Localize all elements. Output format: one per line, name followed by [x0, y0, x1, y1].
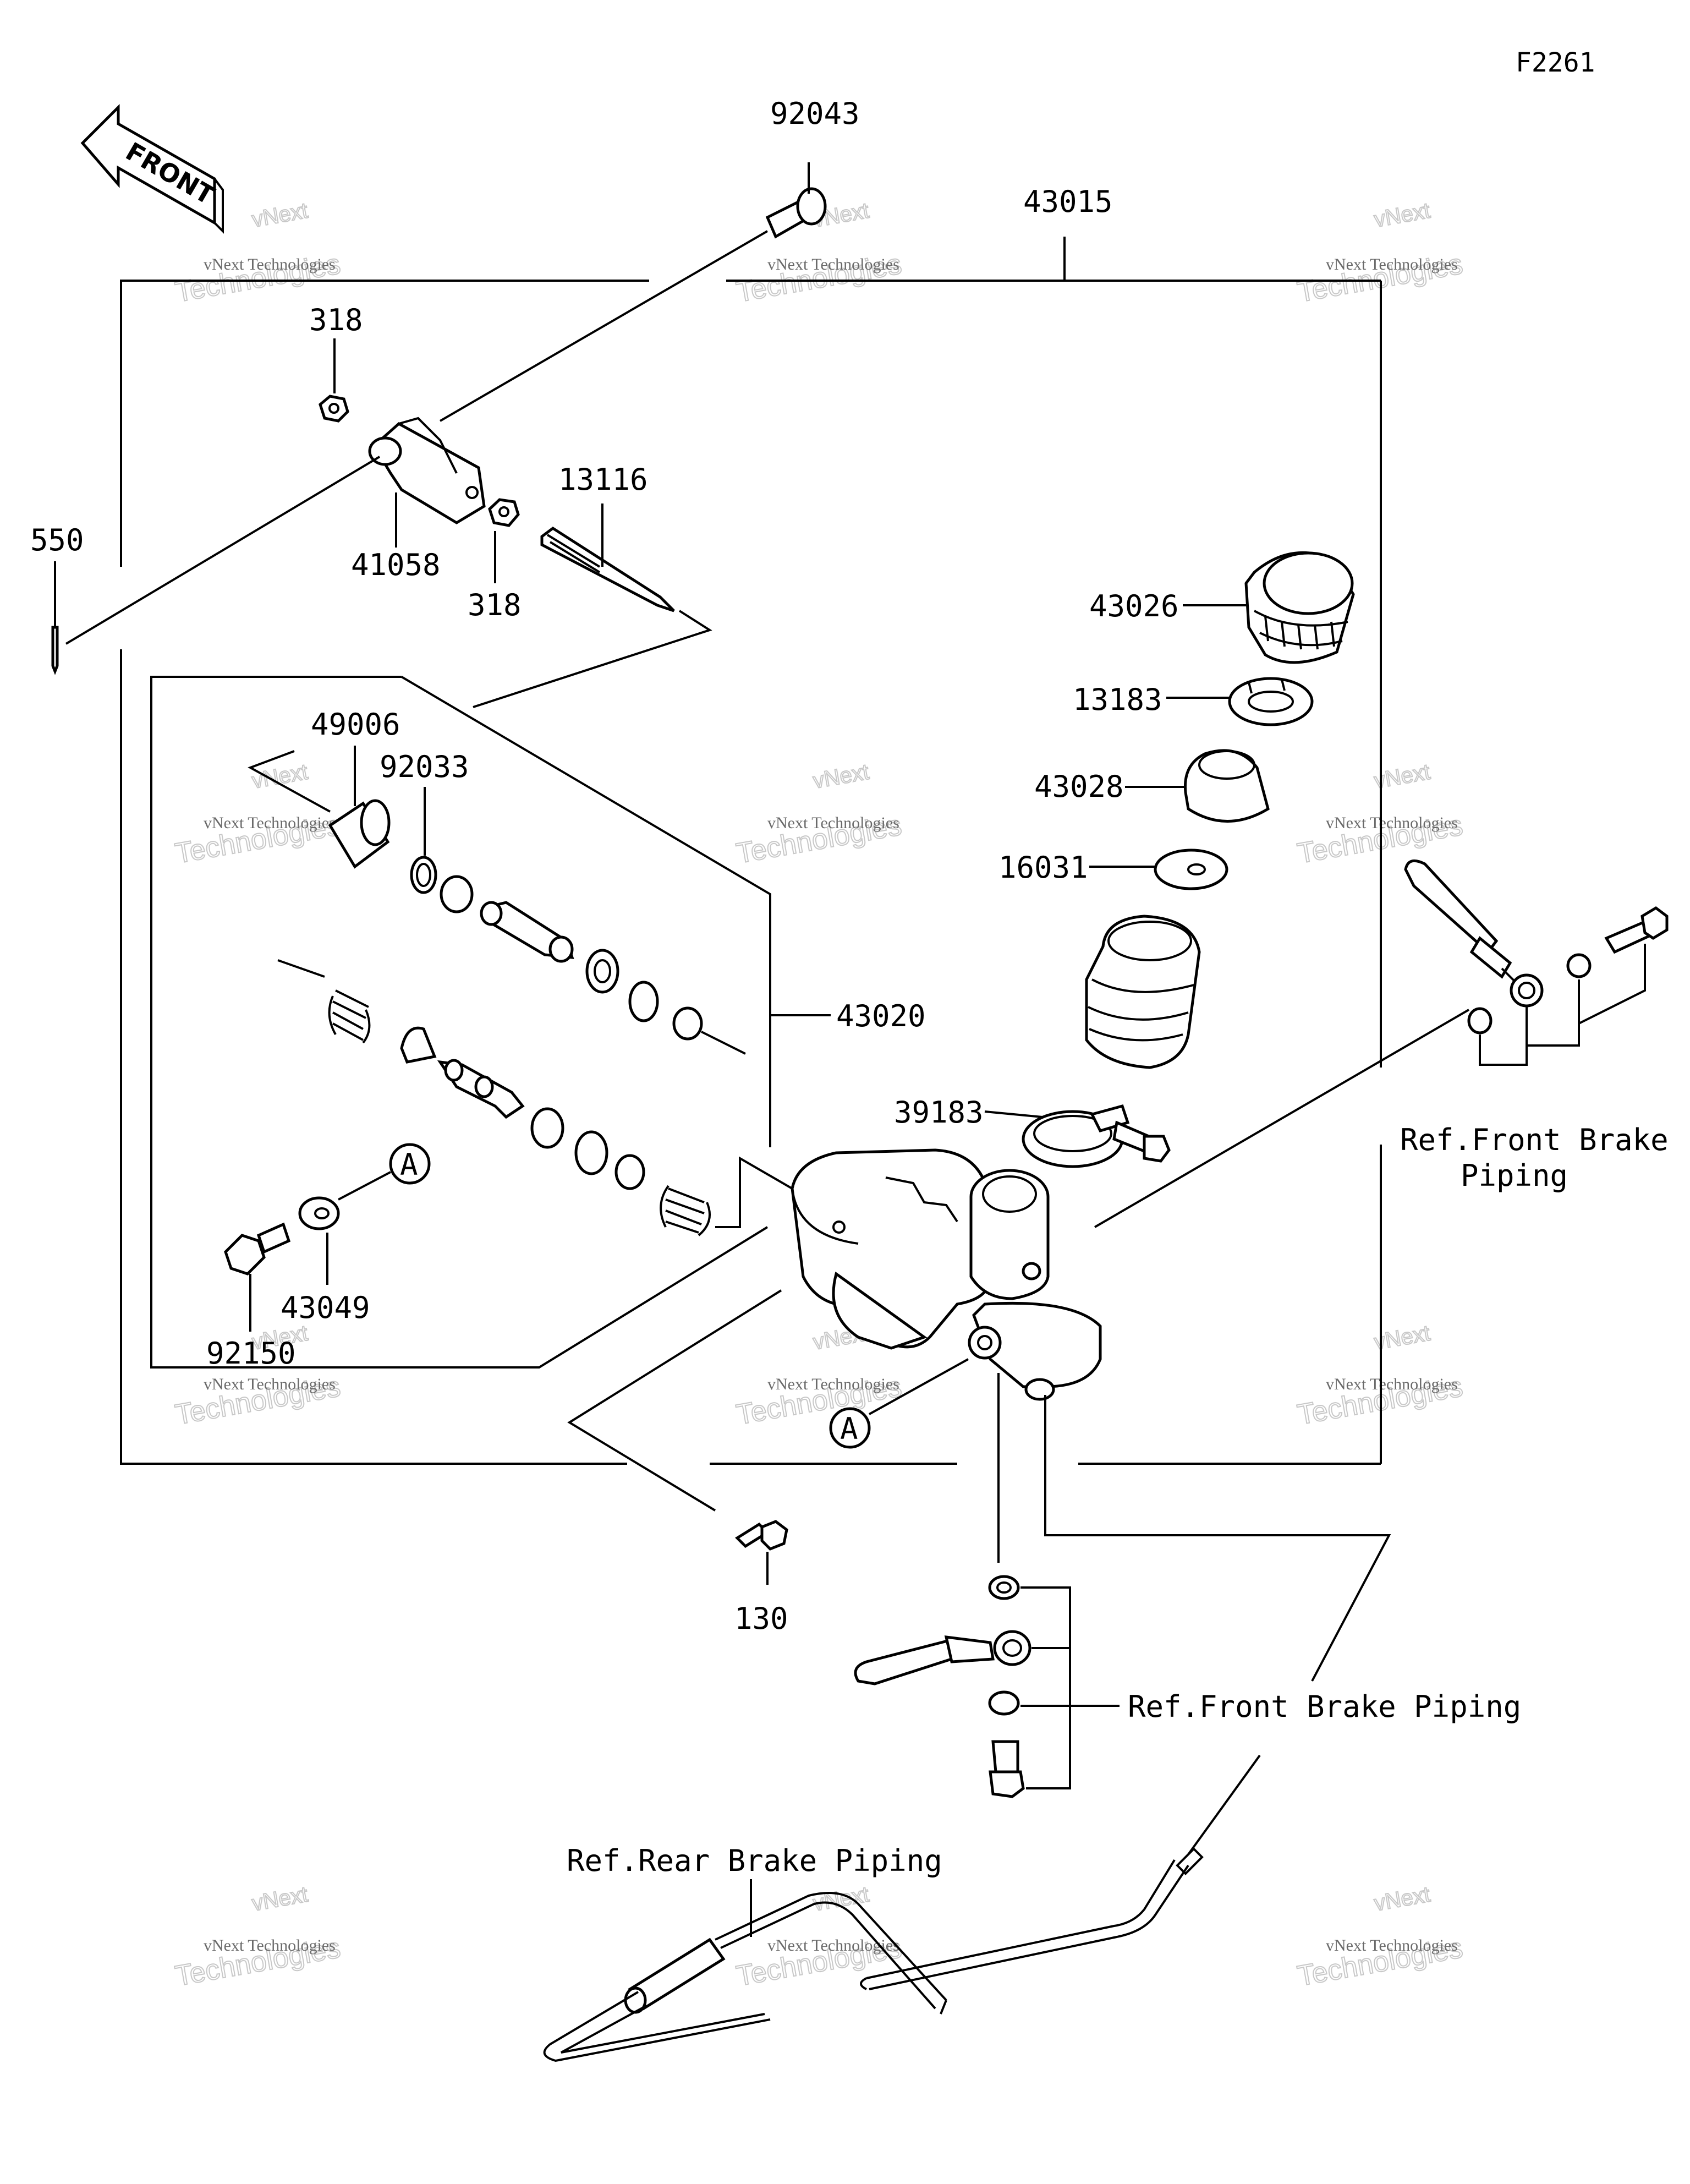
cotter-pin-550	[51, 561, 59, 675]
watermark-text: vNext Technologies	[767, 255, 899, 273]
diagram-code: F2261	[1516, 47, 1595, 78]
label-49006: 49006	[311, 707, 400, 742]
ref-front-brake-right-line2: Piping	[1461, 1158, 1568, 1193]
label-43028: 43028	[1034, 769, 1124, 804]
watermark-vnext: vNext	[1373, 1882, 1432, 1916]
label-92150: 92150	[206, 1336, 296, 1371]
assembly-box-43020	[150, 676, 831, 1369]
watermark-text: vNext Technologies	[1326, 814, 1458, 832]
label-92033: 92033	[380, 749, 469, 784]
label-13183: 13183	[1073, 682, 1162, 717]
front-arrow-icon: FRONT	[80, 103, 224, 234]
nut-318-lower	[488, 498, 520, 583]
ref-rear-brake: Ref.Rear Brake Piping	[567, 1843, 942, 1878]
callout-a-left: A	[338, 1143, 431, 1201]
watermark-vnext: vNext	[250, 1882, 310, 1916]
assembly-box-43015	[120, 237, 1382, 1465]
label-43015: 43015	[1023, 184, 1113, 219]
bolt-130	[567, 1289, 788, 1585]
front-brake-piping-lower	[854, 1373, 1391, 1798]
cap-43026	[1183, 551, 1355, 664]
master-cylinder-body	[791, 1009, 1470, 1401]
internal-parts	[277, 875, 793, 1236]
plate-13183	[1166, 677, 1314, 726]
watermark-text: vNext Technologies	[1326, 255, 1458, 273]
label-41058: 41058	[351, 548, 441, 582]
callout-a-body-text: A	[840, 1411, 858, 1446]
washer-16031	[1089, 849, 1228, 890]
watermark-vnext: vNext	[811, 1882, 871, 1916]
label-43020: 43020	[836, 999, 926, 1033]
ref-front-brake-right-line1: Ref.Front Brake	[1400, 1123, 1669, 1157]
watermark-vnext: vNext	[250, 199, 310, 232]
watermark-text: vNext Technologies	[767, 1936, 899, 1955]
watermark-text: vNext Technologies	[204, 1375, 336, 1393]
callout-a-left-text: A	[400, 1147, 418, 1182]
ref-front-brake-lower: Ref.Front Brake Piping	[1128, 1689, 1521, 1724]
rear-brake-piping	[543, 1754, 1261, 2062]
watermark-vnext: vNext	[811, 760, 871, 793]
circlip-92033	[410, 787, 437, 894]
label-13116: 13116	[558, 462, 648, 497]
label-43049: 43049	[281, 1290, 370, 1325]
watermark-text: vNext Technologies	[1326, 1936, 1458, 1955]
washer-43049	[298, 1196, 340, 1285]
reservoir-tank	[1085, 915, 1201, 1069]
nut-318-upper	[319, 338, 349, 423]
label-92043: 92043	[770, 96, 860, 131]
watermark-text: vNext Technologies	[204, 255, 336, 273]
watermark-text: vNext Technologies	[1326, 1375, 1458, 1393]
pin-92043	[439, 162, 827, 422]
diaphragm-43028	[1125, 749, 1270, 823]
piston-cup-49006	[248, 746, 391, 869]
watermark-text: vNext Technologies	[204, 1936, 336, 1955]
label-16031: 16031	[998, 850, 1088, 885]
label-39183: 39183	[894, 1095, 984, 1130]
label-43026: 43026	[1089, 589, 1179, 623]
clamp-39183	[984, 1104, 1171, 1168]
callout-a-body: A	[829, 1358, 969, 1449]
push-rod-13116	[473, 503, 712, 708]
label-130: 130	[734, 1601, 788, 1636]
label-318-upper: 318	[309, 303, 363, 337]
watermark-vnext: vNext	[1373, 199, 1432, 232]
label-550: 550	[30, 523, 84, 557]
watermark-text: vNext Technologies	[767, 814, 899, 832]
bleeder-92150	[224, 1222, 291, 1332]
front-brake-piping-right	[1404, 859, 1669, 1066]
watermark-text: vNext Technologies	[767, 1375, 899, 1393]
watermark-text: vNext Technologies	[204, 814, 336, 832]
label-318-lower: 318	[468, 588, 522, 622]
clevis-41058	[65, 417, 486, 645]
